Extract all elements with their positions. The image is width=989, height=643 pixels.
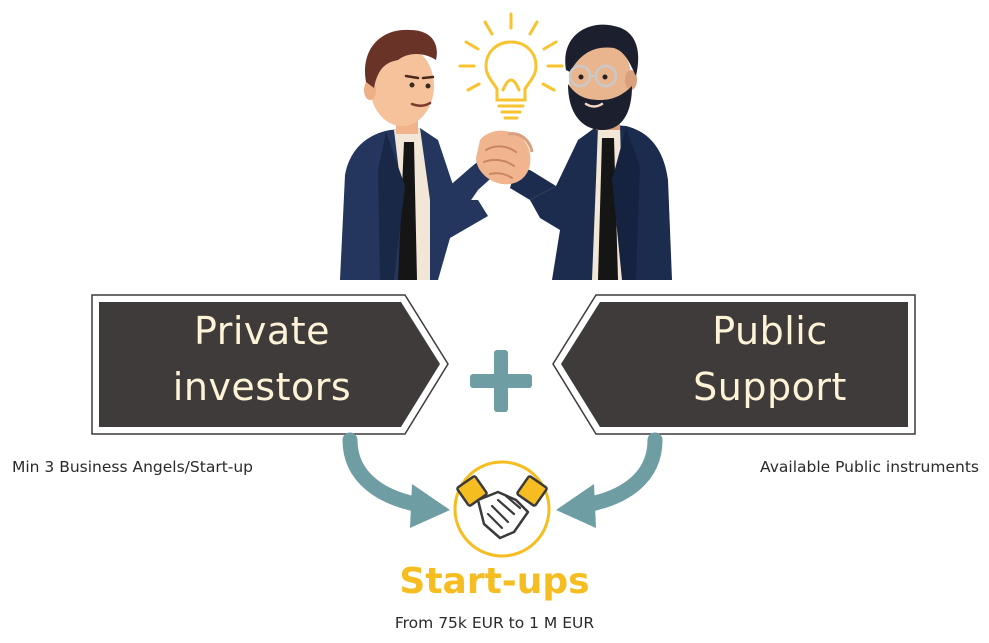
- private-investors-line-2: investors: [172, 365, 352, 409]
- private-investors-label: Private investors: [98, 303, 426, 415]
- public-instruments-note: Available Public instruments: [760, 458, 979, 476]
- investment-range: From 75k EUR to 1 M EUR: [394, 614, 595, 632]
- startups-title: Start-ups: [399, 561, 590, 602]
- clasped-hands: [476, 130, 534, 185]
- private-investors-box: [91, 294, 449, 435]
- private-investors-line-1: Private: [194, 309, 330, 353]
- public-support-box: [552, 294, 916, 435]
- left-businessman: [340, 29, 500, 280]
- handshake-icon: [453, 460, 551, 558]
- handshake-illustration: [340, 12, 672, 280]
- right-arrow: [556, 432, 663, 528]
- public-support-line-2: Support: [693, 365, 847, 409]
- public-support-label: Public Support: [620, 303, 920, 415]
- public-support-line-1: Public: [712, 309, 828, 353]
- business-angels-note: Min 3 Business Angels/Start-up: [12, 458, 254, 476]
- left-arrow: [342, 432, 450, 528]
- plus-icon: [470, 350, 532, 412]
- idea-bulb-icon: [458, 12, 564, 120]
- right-businessman: [510, 24, 672, 280]
